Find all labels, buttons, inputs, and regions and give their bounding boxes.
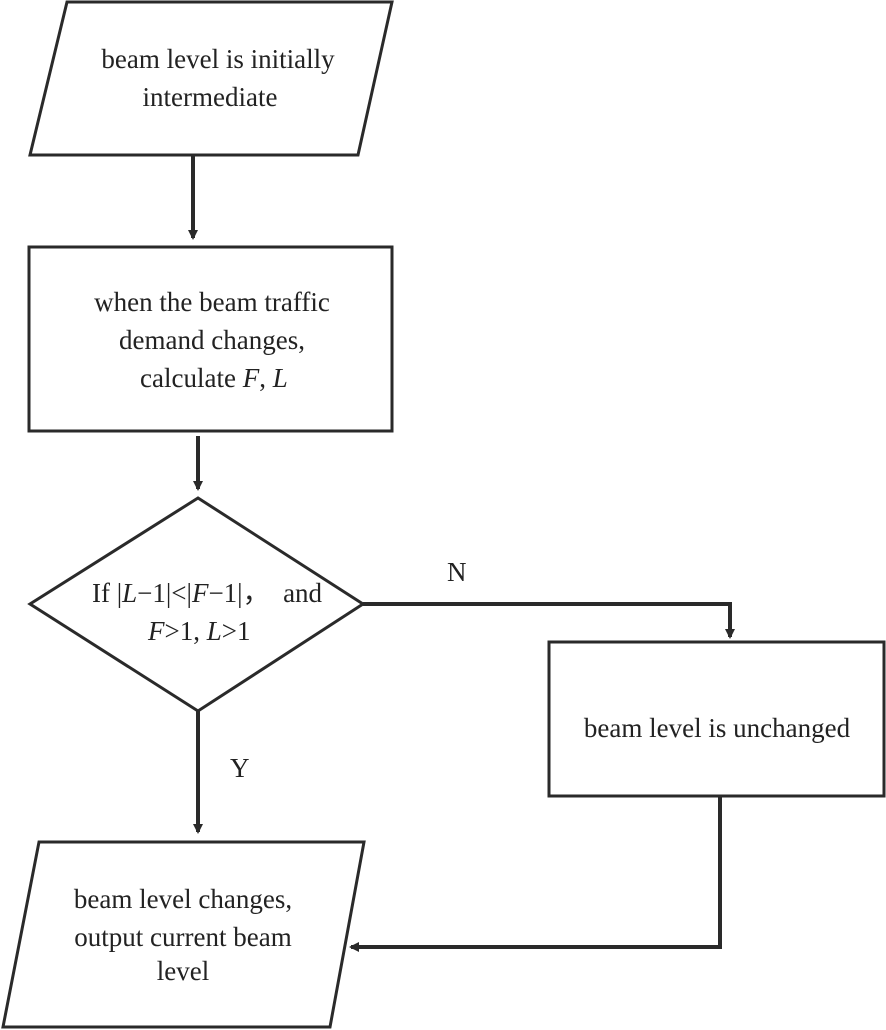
unchanged-node (547, 640, 886, 798)
output-node (1, 840, 366, 1029)
decision-var-l2: L (206, 616, 222, 646)
decision-var-f: F (191, 578, 209, 608)
calc-node-label-3: calculate F, L (140, 363, 288, 393)
output-node-label-1: beam level changes, (74, 884, 292, 914)
decision-mid2: −1| (208, 578, 242, 608)
start-node-label-1: beam level is initially (101, 44, 335, 74)
unchanged-node-label: beam level is unchanged (584, 713, 851, 743)
calc-comma: , (259, 363, 273, 393)
decision-label-1: If |L−1|<|F−1|， and (92, 578, 323, 608)
start-node (28, 0, 394, 157)
output-node-label-2: output current beam (74, 922, 291, 952)
decision-gt1: >1, (165, 616, 207, 646)
decision-gt2: >1 (222, 616, 251, 646)
calc-node-label-2: demand changes, (119, 325, 305, 355)
decision-and: and (270, 578, 323, 608)
calc-node-label-1: when the beam traffic (94, 287, 330, 317)
calc-prefix: calculate (140, 363, 243, 393)
decision-sep: ， (243, 578, 270, 608)
decision-var-l: L (121, 578, 137, 608)
decision-mid1: −1|<| (137, 578, 192, 608)
edge-label-no: N (447, 557, 467, 587)
decision-label-2: F>1, L>1 (147, 616, 251, 646)
calc-var-f: F (242, 363, 260, 393)
edge-label-yes: Y (230, 753, 250, 783)
edge-unchanged-to-output (349, 796, 722, 952)
calc-var-l: L (272, 363, 288, 393)
decision-if: If | (92, 578, 122, 608)
output-node-label-3: level (157, 956, 209, 986)
decision-var-f2: F (147, 616, 165, 646)
calc-node (27, 245, 394, 433)
edge-decision-to-unchanged (363, 602, 735, 639)
start-node-label-2: intermediate (143, 82, 278, 112)
